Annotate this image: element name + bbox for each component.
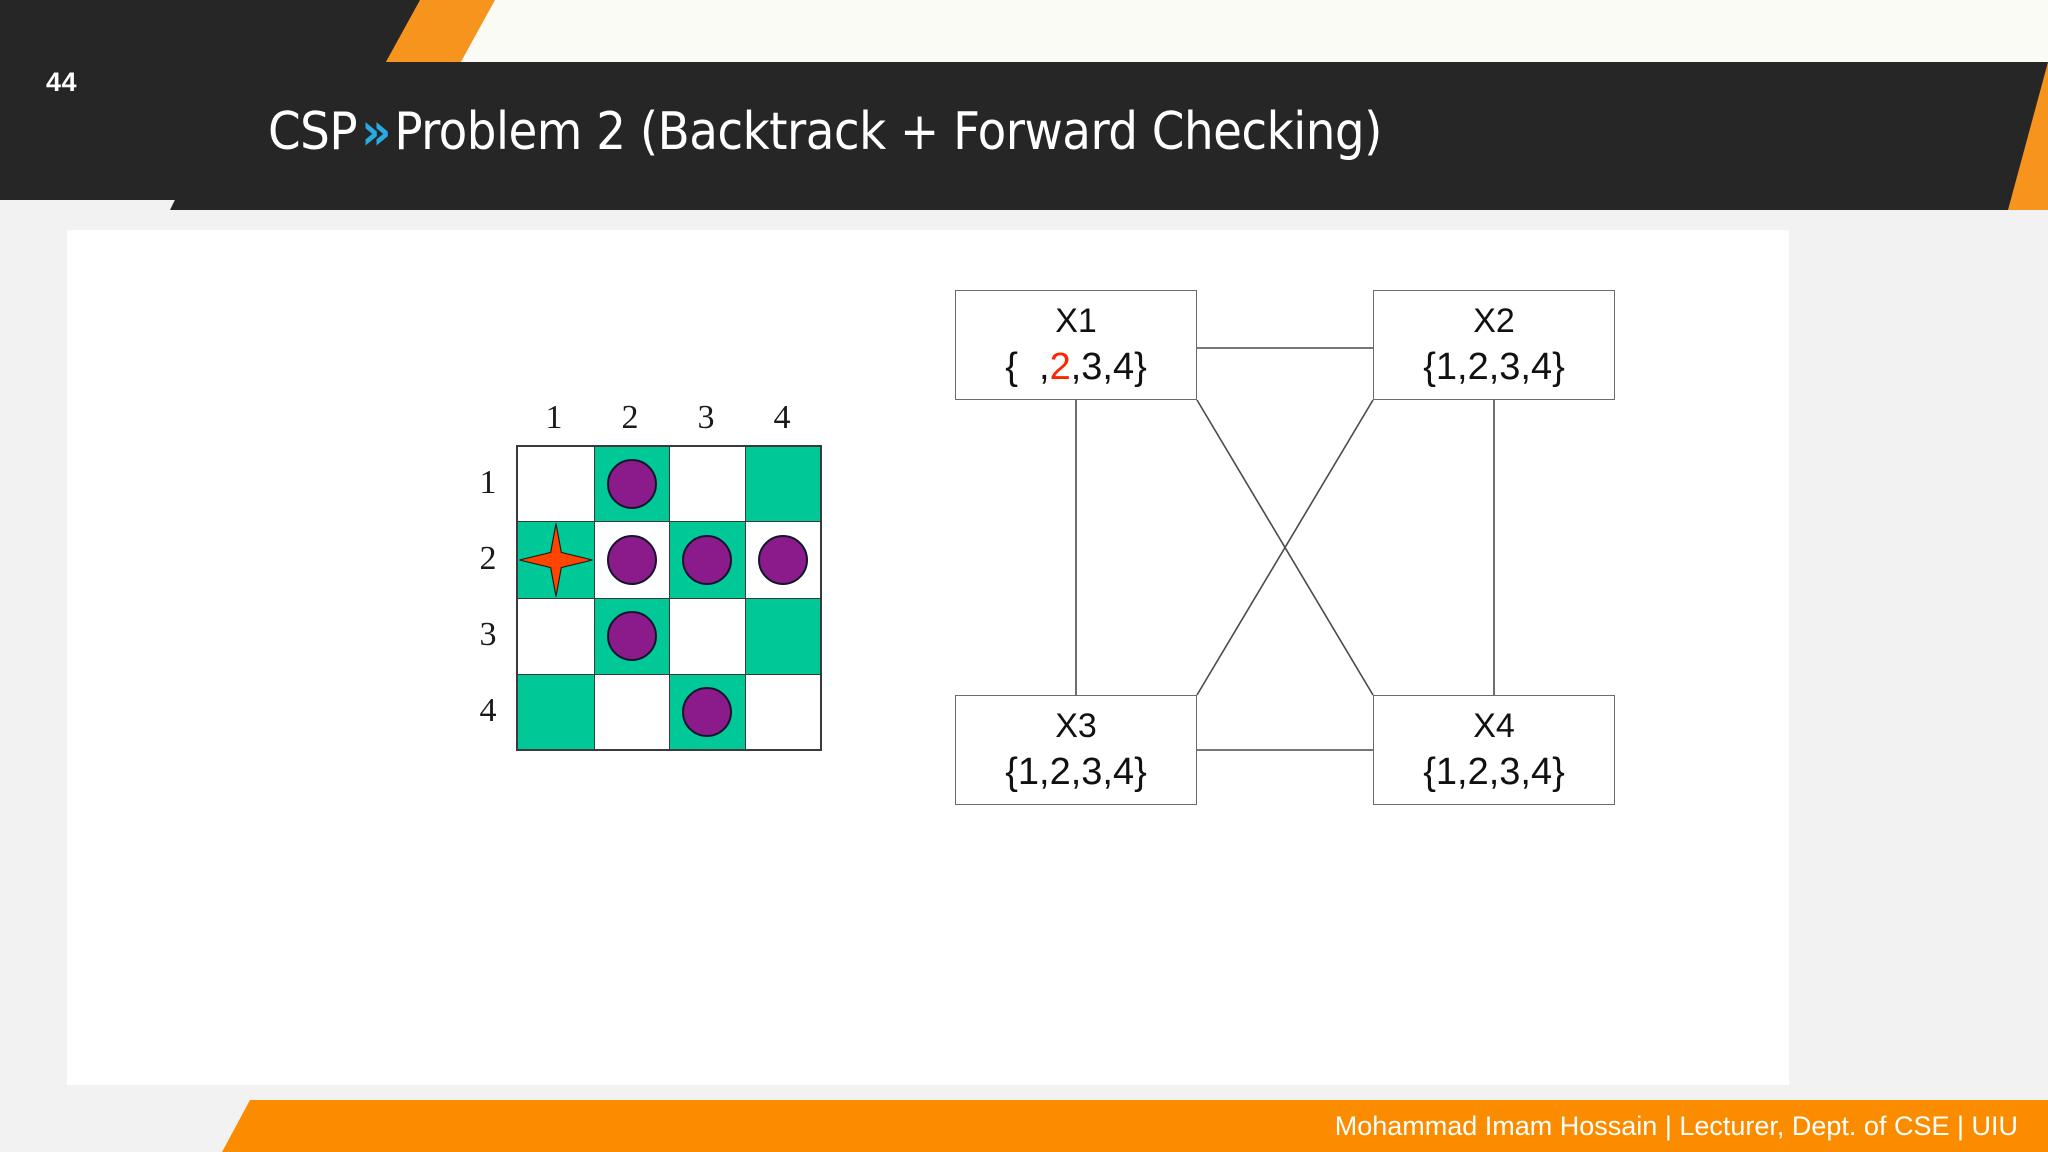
x1-domain-prefix: { , xyxy=(1005,346,1050,388)
board-row-label-1: 1 xyxy=(479,464,497,501)
board-col-label-4: 4 xyxy=(773,399,791,436)
graph-node-x3-name: X3 xyxy=(1055,707,1097,745)
board-cell-r3-c2[interactable] xyxy=(593,598,671,675)
constraint-graph: X1 { ,2,3,4} X2 {1,2,3,4} X3 {1,2,3,4} X… xyxy=(955,290,1615,805)
board-cell-r3-c1[interactable] xyxy=(516,598,595,675)
page-title: CSP»Problem 2 (Backtrack + Forward Check… xyxy=(268,92,1828,172)
board-column-labels: 1 2 3 4 xyxy=(516,395,820,441)
graph-node-x1[interactable]: X1 { ,2,3,4} xyxy=(955,290,1197,400)
queen-piece-icon xyxy=(606,458,657,509)
board-cell-r1-c1[interactable] xyxy=(516,445,595,523)
board-cell-r1-c3[interactable] xyxy=(669,445,746,523)
header-title-bar xyxy=(170,62,2048,210)
queen-piece-icon xyxy=(606,535,657,586)
board-cell-r3-c4[interactable] xyxy=(744,598,822,675)
board-cell-r2-c4[interactable] xyxy=(744,521,822,600)
edge-x2-x3 xyxy=(1196,399,1374,696)
graph-node-x4[interactable]: X4 {1,2,3,4} xyxy=(1373,695,1615,805)
board-row-label-3: 3 xyxy=(479,616,497,653)
queen-piece-icon xyxy=(758,535,809,586)
board-cell-r4-c2[interactable] xyxy=(593,673,671,751)
board-cell-r4-c3[interactable] xyxy=(669,673,746,751)
footer-band xyxy=(222,1100,2048,1152)
board-cell-r2-c1[interactable] xyxy=(516,521,595,600)
chessboard-grid xyxy=(516,445,822,751)
board-col-label-3: 3 xyxy=(697,399,715,436)
graph-node-x1-name: X1 xyxy=(1055,302,1097,340)
graph-node-x4-name: X4 xyxy=(1473,707,1515,745)
board-cell-r4-c1[interactable] xyxy=(516,673,595,751)
slide-number: 44 xyxy=(46,67,78,97)
graph-node-x3-domain: {1,2,3,4} xyxy=(1005,751,1147,793)
queen-piece-icon xyxy=(682,687,733,738)
title-prefix: CSP xyxy=(268,102,358,162)
board-cell-r1-c2[interactable] xyxy=(593,445,671,523)
board-cell-r4-c4[interactable] xyxy=(744,673,822,751)
board-col-label-1: 1 xyxy=(545,399,563,436)
queen-piece-icon xyxy=(606,611,657,662)
board-cell-r2-c2[interactable] xyxy=(593,521,671,600)
board-row-labels: 1 2 3 4 xyxy=(466,445,510,749)
board-cell-r1-c4[interactable] xyxy=(744,445,822,523)
chessboard-figure: 1 2 3 4 1 2 3 4 xyxy=(449,395,829,751)
board-row-label-4: 4 xyxy=(479,692,497,729)
x1-domain-suffix: ,3,4} xyxy=(1070,346,1147,388)
footer-text: Mohammad Imam Hossain | Lecturer, Dept. … xyxy=(1334,1111,2018,1141)
four-point-star-icon xyxy=(518,523,593,597)
constraint-graph-edges xyxy=(1075,347,1495,751)
board-cell-r2-c3[interactable] xyxy=(669,521,746,600)
graph-node-x2-name: X2 xyxy=(1473,302,1515,340)
chevron-double-right-icon: » xyxy=(361,102,391,162)
graph-node-x1-domain: { ,2,3,4} xyxy=(1005,343,1147,391)
graph-node-x3[interactable]: X3 {1,2,3,4} xyxy=(955,695,1197,805)
x1-domain-assigned-value: 2 xyxy=(1049,346,1071,388)
board-cell-r3-c3[interactable] xyxy=(669,598,746,675)
board-row-label-2: 2 xyxy=(479,540,497,577)
queen-piece-icon xyxy=(682,535,733,586)
graph-node-x2-domain: {1,2,3,4} xyxy=(1423,346,1565,388)
board-col-label-2: 2 xyxy=(621,399,639,436)
title-rest: Problem 2 (Backtrack + Forward Checking) xyxy=(394,102,1382,162)
graph-node-x4-domain: {1,2,3,4} xyxy=(1423,751,1565,793)
graph-node-x2[interactable]: X2 {1,2,3,4} xyxy=(1373,290,1615,400)
